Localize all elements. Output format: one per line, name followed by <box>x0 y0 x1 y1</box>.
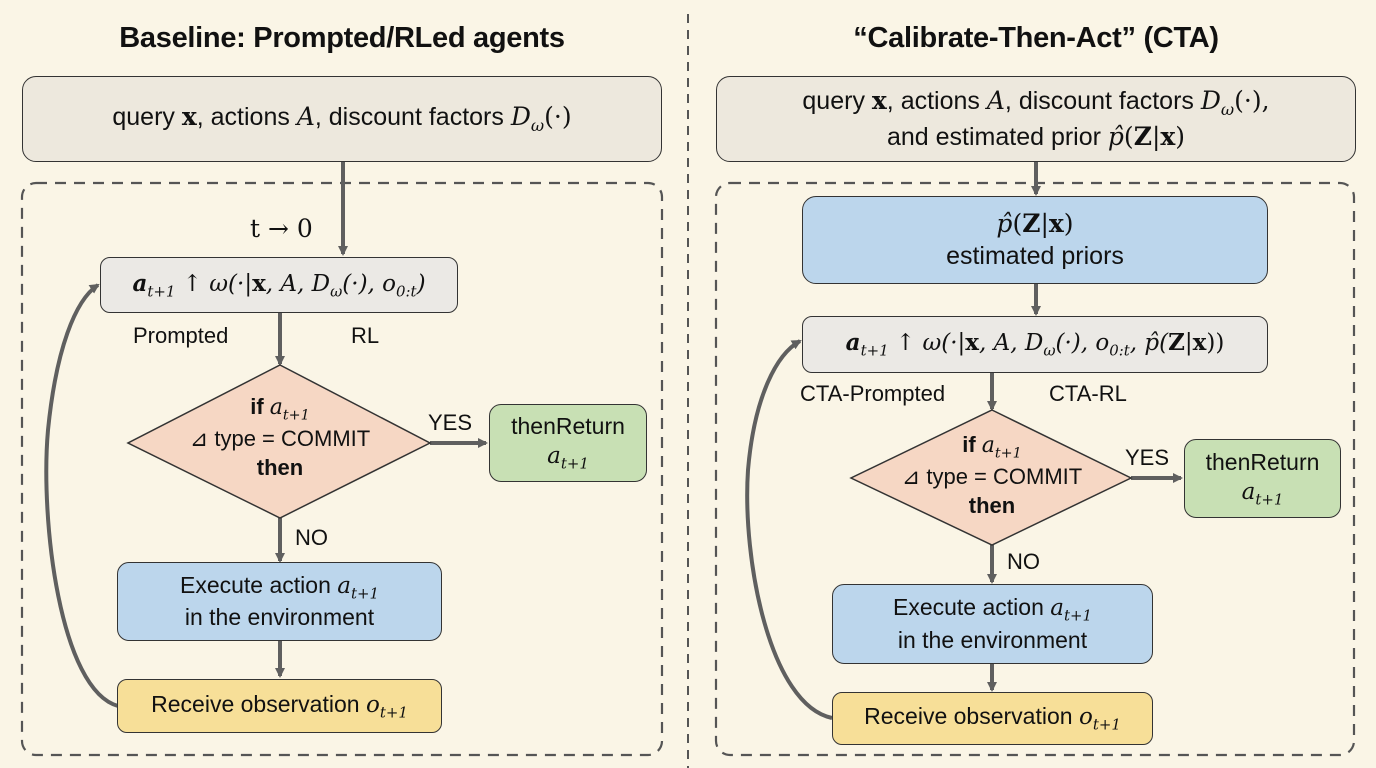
left-loop-back-arrow <box>44 283 119 708</box>
right-return-box: thenReturn at+1 <box>1184 439 1341 518</box>
left-input-text: query x, actions A, discount factors Dω(… <box>112 102 572 136</box>
right-observe-box: Receive observation ot+1 <box>832 692 1153 745</box>
left-init-label: t → 0 <box>250 214 313 243</box>
left-panel-title: Baseline: Prompted/RLed agents <box>119 22 565 54</box>
right-label-cta-prompted: CTA-Prompted <box>800 381 946 406</box>
right-panel-title: “Calibrate-Then-Act” (CTA) <box>853 22 1219 54</box>
left-policy-formula: at+1 ↑ ω(·|x, A, Dω(·), o0:t) <box>132 269 426 301</box>
prior-label: estimated priors <box>946 241 1124 270</box>
left-decision-diamond <box>126 364 432 519</box>
left-execute-box: Execute action at+1 in the environment <box>117 562 442 641</box>
left-no-label: NO <box>295 525 328 550</box>
right-policy-formula: at+1 ↑ ω(·|x, A, Dω(·), o0:t, p̂(Z|x)) <box>845 329 1225 360</box>
prior-formula: p̂(Z|x) <box>996 209 1074 239</box>
right-input-line1: query x, actions A, discount factors Dω(… <box>802 86 1270 120</box>
left-observe-box: Receive observation ot+1 <box>117 679 442 733</box>
left-policy-box: at+1 ↑ ω(·|x, A, Dω(·), o0:t) <box>100 257 458 313</box>
right-policy-box: at+1 ↑ ω(·|x, A, Dω(·), o0:t, p̂(Z|x)) <box>802 316 1268 373</box>
right-label-cta-rl: CTA-RL <box>1049 381 1127 406</box>
left-label-prompted: Prompted <box>133 323 229 348</box>
right-decision-text: if at+1 ⊿ type = COMMIT then <box>901 432 1083 518</box>
left-input-box: query x, actions A, discount factors Dω(… <box>22 76 662 162</box>
right-prior-box: p̂(Z|x) estimated priors <box>802 196 1268 284</box>
left-label-rl: RL <box>351 323 380 348</box>
left-return-box: thenReturn at+1 <box>489 404 647 482</box>
right-no-label: NO <box>1007 549 1040 574</box>
right-decision-diamond <box>849 409 1133 546</box>
right-loop-back-arrow <box>745 339 833 720</box>
right-yes-label: YES <box>1125 445 1170 470</box>
left-decision-text: if at+1 ⊿ type = COMMIT then <box>189 394 371 480</box>
right-execute-box: Execute action at+1 in the environment <box>832 584 1153 664</box>
right-input-box: query x, actions A, discount factors Dω(… <box>716 76 1356 162</box>
right-input-line2: and estimated prior p̂(Z|x) <box>886 121 1186 151</box>
left-yes-label: YES <box>428 410 473 435</box>
